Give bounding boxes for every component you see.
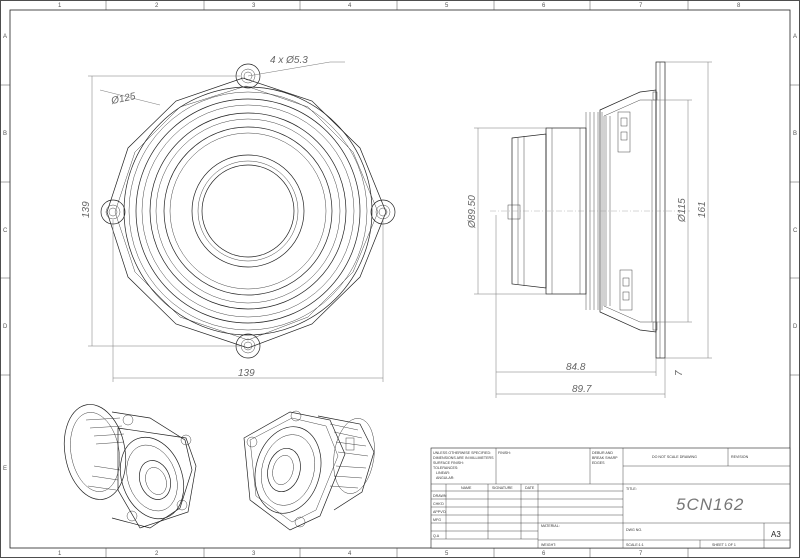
tb-deburr: EDGES [592,461,605,465]
width-dimension: 139 [238,368,255,379]
tb-row-label: APPV'D [433,510,446,514]
zone-col-label: 7 [639,551,643,557]
tb-col-header: SIGNATURE [492,486,513,490]
zone-col-label: 4 [348,551,352,557]
zone-col-label: 1 [58,551,62,557]
zone-col-label: 4 [348,3,352,9]
zone-col-label: 3 [252,551,256,557]
tb-row-label: CHK'D [433,502,444,506]
zone-row-label: C [793,228,798,234]
tb-do-not-scale: DO NOT SCALE DRAWING [652,455,697,459]
tb-title-label: TITLE: [626,487,637,491]
tb-weight-label: WEIGHT: [541,543,556,547]
zone-col-label: 2 [155,551,159,557]
tb-note: ANGULAR: [436,476,454,480]
zone-row-label: E [3,466,7,472]
zone-row-label: B [3,131,7,137]
tb-deburr: BREAK SHARP [592,456,618,460]
title-block [430,447,791,549]
tb-finish-label: FINISH: [498,451,511,455]
tb-note: UNLESS OTHERWISE SPECIFIED: [433,451,491,455]
zone-col-label: 8 [737,3,741,9]
tb-note: SURFACE FINISH: [433,461,464,465]
zone-row-label: A [3,34,7,40]
depth-total-dimension: 89.7 [572,384,592,395]
tb-note: DIMENSIONS ARE IN MILLIMETERS [433,456,494,460]
tb-sheet-size: A3 [771,530,781,539]
tb-col-header: NAME [461,486,472,490]
tb-note: TOLERANCES: [433,466,458,470]
tb-row-label: DRAWN [433,494,447,498]
overall-diameter-dimension: 161 [697,201,708,218]
zone-col-label: 5 [445,3,449,9]
tb-row-label: Q.A [433,534,440,538]
flange-dimension: 7 [674,370,685,376]
isometric-view-right [243,410,375,531]
side-view-dimension-lines [474,61,712,398]
zone-row-label: D [3,324,8,330]
cone-diameter-dimension: Ø125 [109,91,137,107]
tb-material-label: MATERIAL: [541,524,560,528]
zone-col-label: 2 [155,3,159,9]
zone-col-label: 1 [58,3,62,9]
part-number: 5CN162 [676,495,744,514]
zone-col-label: 6 [542,3,546,9]
tb-note: LINEAR: [436,471,450,475]
zone-row-label: D [793,324,798,330]
isometric-view-left [63,404,197,529]
tb-col-header: DATE [525,486,535,490]
inner-border [9,9,791,549]
zone-col-label: 6 [542,551,546,557]
zone-col-label: 7 [639,3,643,9]
frame-diameter-dimension: Ø115 [677,198,688,223]
depth-mid-dimension: 84.8 [566,362,586,373]
zone-row-label: A [793,34,797,40]
zone-row-label: C [3,228,8,234]
tb-revision-label: REVISION [731,455,749,459]
zone-row-label: B [793,131,797,137]
zone-col-label: 5 [445,551,449,557]
tb-deburr: DEBUR AND [592,451,613,455]
tb-dwg-no-label: DWG NO. [626,528,642,532]
front-view-dimension-lines [88,61,384,382]
tb-row-label: MFG [433,518,441,522]
hole-callout: 4 x Ø5.3 [270,55,308,66]
tb-scale-label: SCALE:1:1 [626,543,644,547]
magnet-diameter-dimension: Ø89.50 [467,195,478,229]
height-dimension: 139 [81,201,92,218]
zone-col-label: 3 [252,3,256,9]
side-view [490,61,690,359]
tb-sheet-label: SHEET 1 OF 1 [712,543,736,547]
